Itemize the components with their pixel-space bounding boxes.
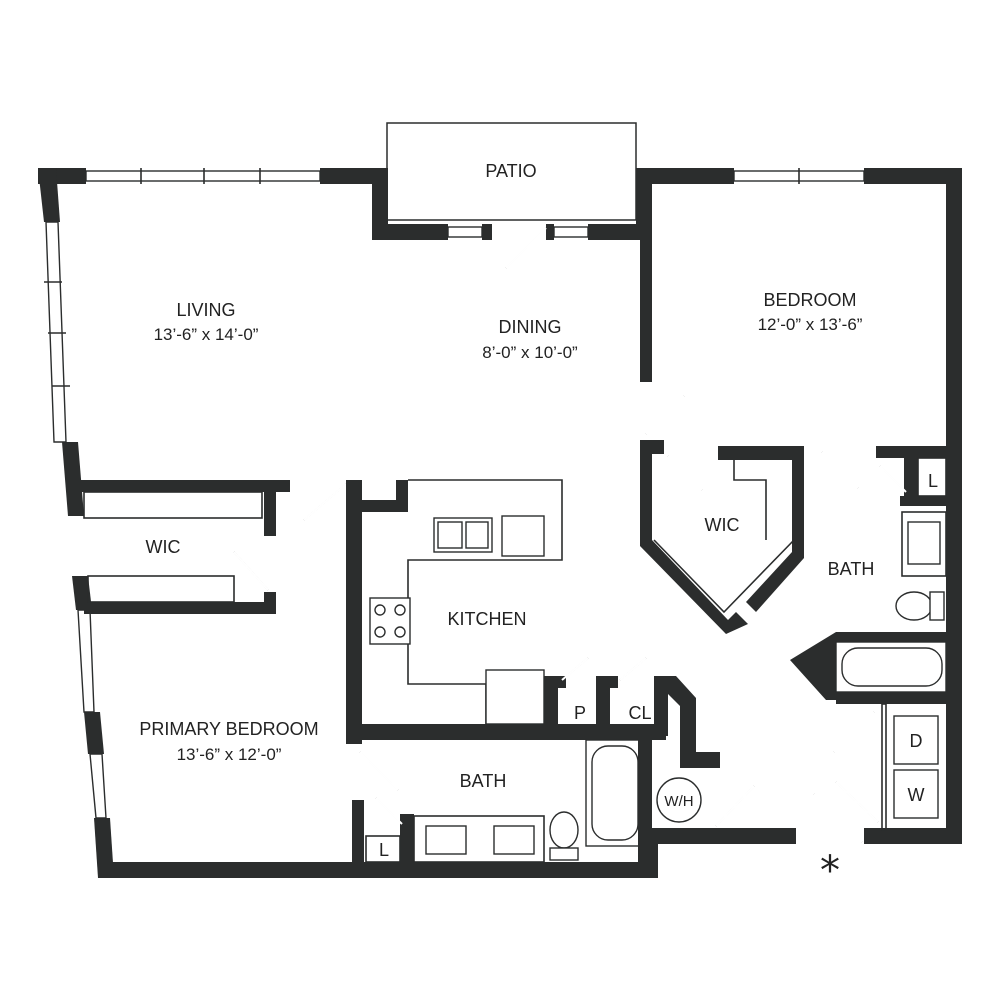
wall: [72, 576, 92, 610]
coat-closet-label: CL: [628, 703, 651, 723]
wall: [346, 480, 362, 496]
primary-bedroom-label: PRIMARY BEDROOM: [139, 719, 318, 739]
wall: [636, 168, 734, 184]
window: [77, 609, 95, 713]
wall: [372, 168, 388, 240]
sink: [425, 825, 467, 855]
refrigerator: [485, 669, 545, 725]
wall: [38, 168, 60, 222]
linen-closet: [917, 457, 947, 497]
wic-shelf: [653, 539, 795, 614]
vanity: [901, 511, 947, 577]
wall: [544, 676, 558, 728]
wall: [640, 440, 664, 454]
pantry-label: P: [574, 703, 586, 723]
wall: [84, 712, 104, 754]
wall: [346, 480, 362, 744]
wall: [482, 224, 492, 240]
bath-right-label: BATH: [828, 559, 875, 579]
bath-bottom-label: BATH: [460, 771, 507, 791]
dining-size: 8’-0” x 10’-0”: [482, 343, 578, 362]
window: [85, 170, 321, 182]
window: [45, 221, 67, 443]
wall: [320, 168, 388, 184]
wall: [864, 168, 962, 184]
sink: [493, 825, 535, 855]
wall: [352, 800, 364, 870]
sink: [907, 521, 941, 565]
wall: [400, 814, 414, 870]
wall: [264, 480, 276, 536]
wall: [640, 184, 652, 382]
living-size: 13’-6” x 14’-0”: [154, 325, 259, 344]
wic-left-label: WIC: [146, 537, 181, 557]
wall: [372, 224, 448, 240]
wall: [640, 440, 748, 634]
wall: [900, 496, 948, 506]
living-label: LIVING: [176, 300, 235, 320]
linen-closet: [365, 835, 401, 863]
wall: [654, 676, 720, 768]
wall: [836, 692, 946, 704]
washer: [893, 769, 939, 819]
toilet: [549, 811, 579, 849]
water-heater-label: W/H: [664, 793, 693, 810]
wall: [596, 676, 610, 728]
dining-label: DINING: [499, 317, 562, 337]
linen-bottom-label: L: [379, 840, 389, 860]
vanity: [413, 815, 545, 863]
wall: [596, 676, 618, 688]
wall: [546, 224, 554, 240]
patio-label: PATIO: [485, 161, 536, 181]
wall: [790, 632, 946, 700]
window: [447, 226, 483, 238]
patio-outline: [386, 122, 637, 221]
shelf: [87, 575, 235, 603]
wall: [264, 592, 276, 614]
dryer: [893, 715, 939, 765]
water-heater: [656, 777, 702, 823]
wic-right-label: WIC: [705, 515, 740, 535]
wall: [346, 724, 666, 740]
wall: [544, 676, 566, 688]
entry-marker: *: [820, 848, 840, 894]
dryer-label: D: [910, 731, 923, 751]
bedroom-size: 12’-0” x 13’-6”: [758, 315, 863, 334]
toilet: [895, 591, 933, 621]
wall: [588, 224, 650, 240]
wall: [346, 500, 408, 512]
shelf: [83, 491, 263, 519]
wall: [718, 446, 804, 612]
wall: [70, 480, 290, 492]
bedroom-label: BEDROOM: [763, 290, 856, 310]
kitchen-label: KITCHEN: [447, 609, 526, 629]
wall: [638, 728, 652, 878]
wall: [62, 442, 84, 516]
dishwasher: [501, 515, 545, 557]
washer-label: W: [908, 785, 925, 805]
primary-bedroom-size: 13’-6” x 12’-0”: [177, 745, 282, 764]
wall: [396, 480, 408, 512]
wall: [864, 828, 962, 844]
wall: [946, 168, 962, 844]
stove: [369, 597, 411, 645]
wall: [84, 602, 276, 614]
window: [89, 753, 107, 819]
linen-right-label: L: [928, 471, 938, 491]
window: [553, 226, 589, 238]
wall: [640, 828, 796, 844]
wall: [654, 676, 668, 736]
wall: [98, 862, 658, 878]
wall: [904, 446, 918, 496]
